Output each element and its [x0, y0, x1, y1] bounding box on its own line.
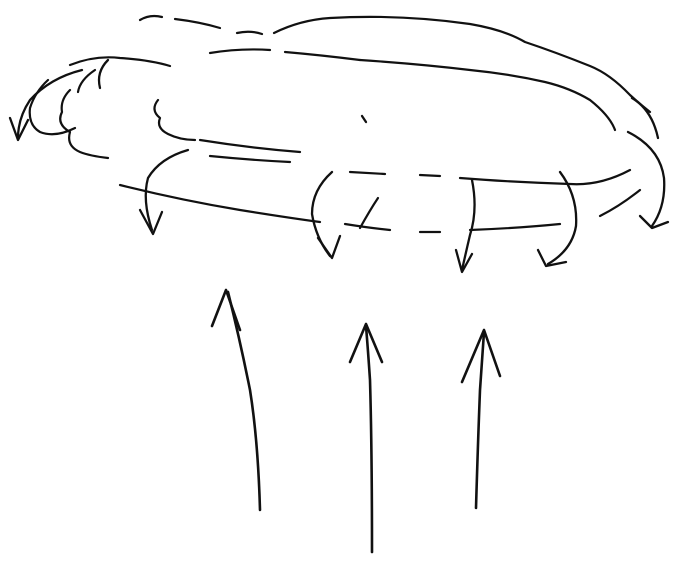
curl-arrow-7 — [632, 98, 658, 138]
upward-arrow-left — [212, 290, 260, 510]
curl-arrow-6 — [628, 132, 668, 228]
ring-front-outline — [120, 156, 640, 232]
curl-arrow-3 — [312, 172, 340, 258]
center-mark — [362, 116, 366, 122]
ring-left-lobe — [30, 70, 300, 158]
ring-back-outline — [70, 16, 650, 130]
upward-arrow-right — [462, 330, 500, 508]
upward-arrows — [212, 290, 500, 552]
curl-arrow-4 — [456, 180, 475, 272]
upward-arrow-center — [350, 324, 382, 552]
curl-arrow-5 — [538, 172, 576, 266]
ring-curl-arrows — [10, 60, 668, 272]
curl-arrow-8 — [99, 60, 108, 88]
